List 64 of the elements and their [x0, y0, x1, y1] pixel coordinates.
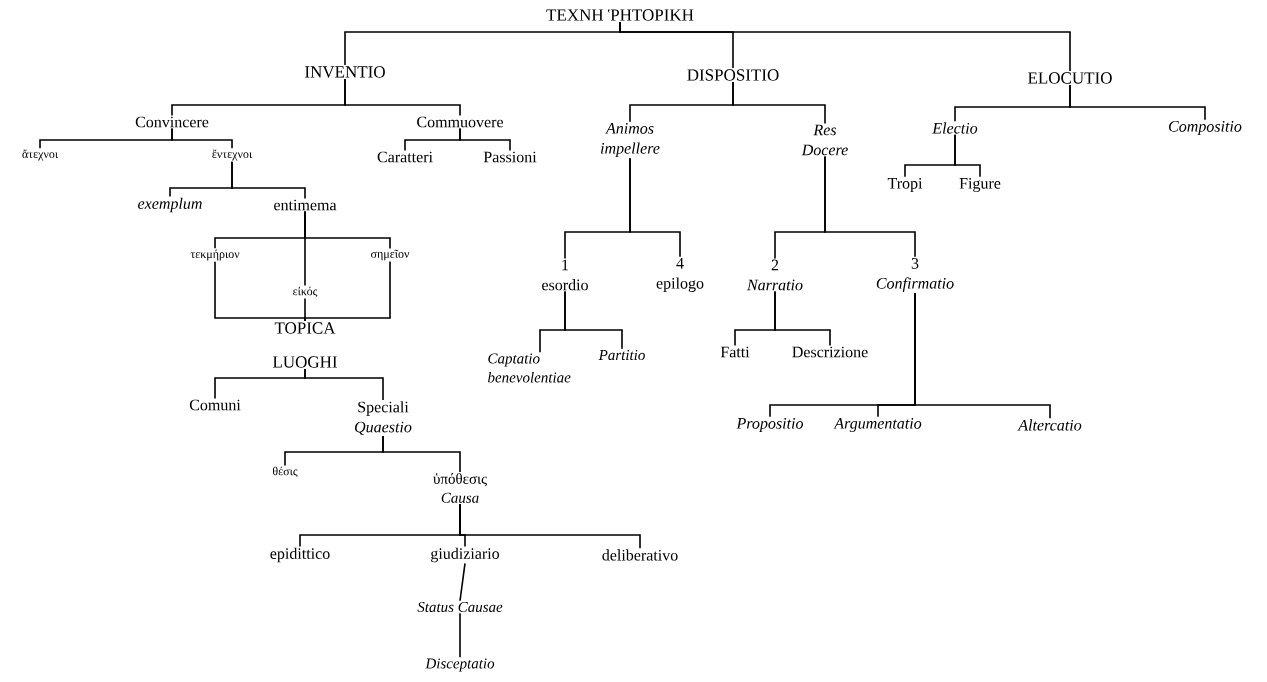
tree-connector — [954, 134, 981, 178]
tree-connector — [214, 260, 306, 322]
tree-label: 1 esordio — [542, 259, 588, 291]
tree-connector — [459, 562, 466, 602]
tree-label: Speciali Quaestio — [355, 401, 412, 435]
tree-label: Commuovere — [417, 116, 503, 128]
tree-label: Animos impellere — [601, 123, 660, 157]
tree-label: τεκμήριον — [190, 249, 240, 261]
tree-connector — [231, 160, 306, 200]
tree-label: Compositio — [1169, 121, 1242, 135]
tree-label: ἔντεχνοι — [212, 149, 253, 161]
tree-connector — [732, 81, 826, 125]
tree-label: 4 epilogo — [656, 258, 704, 292]
tree-connector — [459, 612, 461, 659]
tree-label: Res Docere — [801, 124, 848, 156]
tree-label: DISPOSITIO — [687, 69, 779, 81]
tree-label: Argumentatio — [833, 418, 922, 432]
tree-label: TOPICA — [274, 322, 336, 334]
tree-label: σημεῖον — [371, 249, 410, 261]
tree-label: Electio — [932, 122, 978, 134]
tree-connector — [824, 155, 916, 258]
tree-label: Status Causae — [417, 601, 503, 613]
tree-label: ὑπόθεσις Causa — [433, 473, 487, 503]
tree-label: ἄτεχνοι — [22, 149, 58, 161]
tree-label: giudiziario — [431, 547, 500, 563]
tree-connector — [1069, 84, 1206, 121]
tree-label: θέσις — [272, 466, 298, 478]
tree-connector — [914, 292, 1051, 419]
tree-connector — [459, 503, 641, 549]
tree-label: Comuni — [189, 399, 241, 411]
tree-label: Fatti — [720, 346, 750, 358]
tree-label: Figure — [959, 178, 1001, 192]
tree-label: Altercatio — [1017, 419, 1082, 431]
tree-label: Tropi — [887, 178, 923, 192]
tree-connector — [304, 260, 391, 322]
tree-connector — [382, 435, 461, 473]
tree-connector — [304, 368, 384, 401]
tree-label: epidittico — [270, 547, 330, 563]
tree-connector — [344, 78, 461, 117]
tree-label: Partitio — [598, 349, 645, 361]
tree-label: LUOGHI — [272, 356, 337, 368]
tree-connector — [459, 127, 511, 152]
tree-label: Caratteri — [377, 151, 433, 163]
tree-label: Passioni — [483, 151, 537, 163]
tree-label: Propositio — [736, 418, 803, 432]
tree-label: Disceptatio — [425, 658, 495, 672]
tree-label: exemplum — [138, 197, 202, 213]
tree-label: Captatio benevolentiae — [488, 353, 571, 383]
tree-label: 3 Confirmatio — [876, 258, 954, 292]
tree-connector — [619, 21, 1071, 72]
tree-label: Convincere — [135, 116, 209, 128]
tree-connector — [774, 290, 831, 347]
tree-label: εἰκός — [293, 286, 318, 298]
tree-label: ELOCUTIO — [1028, 72, 1112, 84]
tree-connector — [171, 127, 233, 150]
tree-label: 2 Narratio — [746, 259, 803, 291]
tree-label: Descrizione — [792, 346, 868, 358]
tree-label: entimema — [274, 199, 337, 211]
tree-label: deliberativo — [602, 549, 678, 561]
tree-connector — [564, 290, 623, 350]
tree-connector — [304, 210, 391, 250]
tree-connector — [629, 157, 681, 258]
tree-label: ΤΕΧΝΗ ῬΗΤΟΡΙΚΗ — [546, 9, 694, 21]
tree-label: INVENTIO — [305, 66, 385, 78]
